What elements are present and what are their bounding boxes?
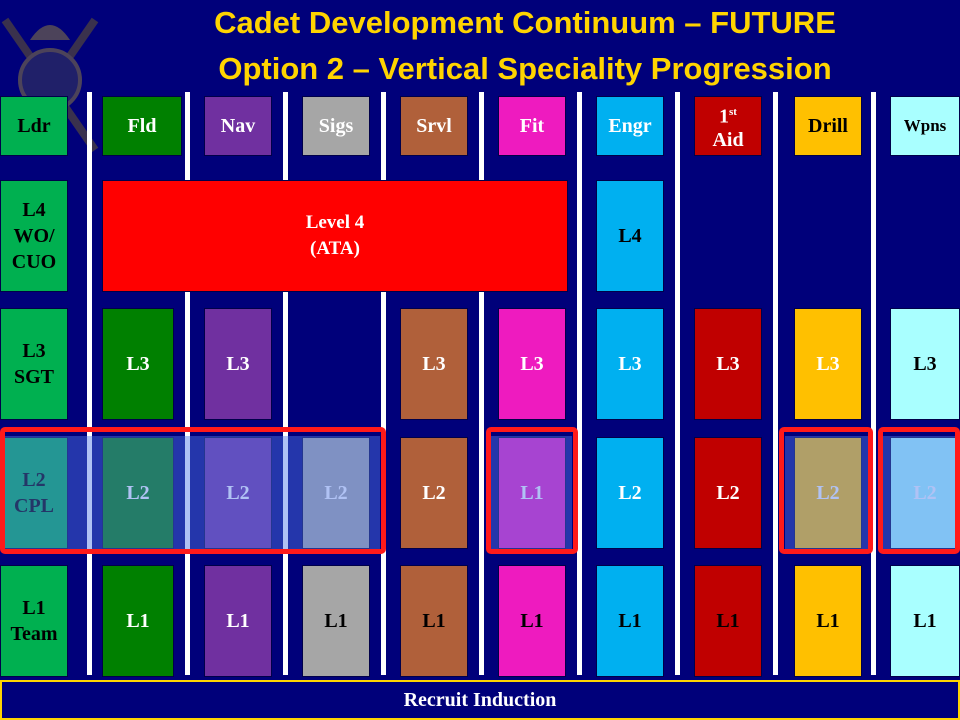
page-title-line1: Cadet Development Continuum – FUTURE (214, 5, 836, 40)
engr-l1: L1 (596, 565, 664, 677)
header-first-aid: 1st Aid (694, 96, 762, 156)
fld-l2: L2 (102, 437, 174, 549)
header-fld: Fld (102, 96, 182, 156)
header-srvl: Srvl (400, 96, 468, 156)
page-title-line2: Option 2 – Vertical Speciality Progressi… (218, 51, 832, 86)
fit-l2: L1 (498, 437, 566, 549)
wpns-l2: L2 (890, 437, 960, 549)
drill-l3: L3 (794, 308, 862, 420)
l2-highlight-overlay (883, 436, 960, 549)
nav-l3: L3 (204, 308, 272, 420)
fld-l1: L1 (102, 565, 174, 677)
sigs-l2: L2 (302, 437, 370, 549)
aid-l2: L2 (694, 437, 762, 549)
recruit-induction-bar: Recruit Induction (0, 680, 960, 720)
engr-l4: L4 (596, 180, 664, 292)
engr-l2: L2 (596, 437, 664, 549)
wpns-l1: L1 (890, 565, 960, 677)
drill-l2: L2 (794, 437, 862, 549)
l2-highlight-overlay (785, 436, 868, 549)
column-divider (871, 92, 876, 675)
header-drill: Drill (794, 96, 862, 156)
drill-l1: L1 (794, 565, 862, 677)
fit-l3: L3 (498, 308, 566, 420)
header-wpns: Wpns (890, 96, 960, 156)
column-divider (479, 92, 484, 675)
column-divider (87, 92, 92, 675)
srvl-l2: L2 (400, 437, 468, 549)
first-aid-word: Aid (712, 129, 744, 152)
header-fit: Fit (498, 96, 566, 156)
srvl-l3: L3 (400, 308, 468, 420)
column-divider (381, 92, 386, 675)
column-divider (185, 92, 190, 675)
sigs-l1: L1 (302, 565, 370, 677)
srvl-l1: L1 (400, 565, 468, 677)
column-divider (675, 92, 680, 675)
highlight-frame (878, 427, 960, 554)
column-divider (577, 92, 582, 675)
highlight-frame (486, 427, 578, 554)
aid-l3: L3 (694, 308, 762, 420)
header-engr: Engr (596, 96, 664, 156)
fld-l3: L3 (102, 308, 174, 420)
fit-l1: L1 (498, 565, 566, 677)
highlight-frame (0, 427, 386, 554)
nav-l1: L1 (204, 565, 272, 677)
first-aid-number: 1st (719, 105, 737, 128)
highlight-frame (779, 427, 873, 554)
header-sigs: Sigs (302, 96, 370, 156)
nav-l2: L2 (204, 437, 272, 549)
l2-highlight-overlay (490, 436, 572, 549)
aid-l1: L1 (694, 565, 762, 677)
header-nav: Nav (204, 96, 272, 156)
level4-ata-banner: Level 4(ATA) (102, 180, 568, 292)
l2-highlight-overlay (0, 436, 380, 549)
column-divider (283, 92, 288, 675)
header-ldr: Ldr (0, 96, 68, 156)
wpns-l3: L3 (890, 308, 960, 420)
column-divider (773, 92, 778, 675)
engr-l3: L3 (596, 308, 664, 420)
